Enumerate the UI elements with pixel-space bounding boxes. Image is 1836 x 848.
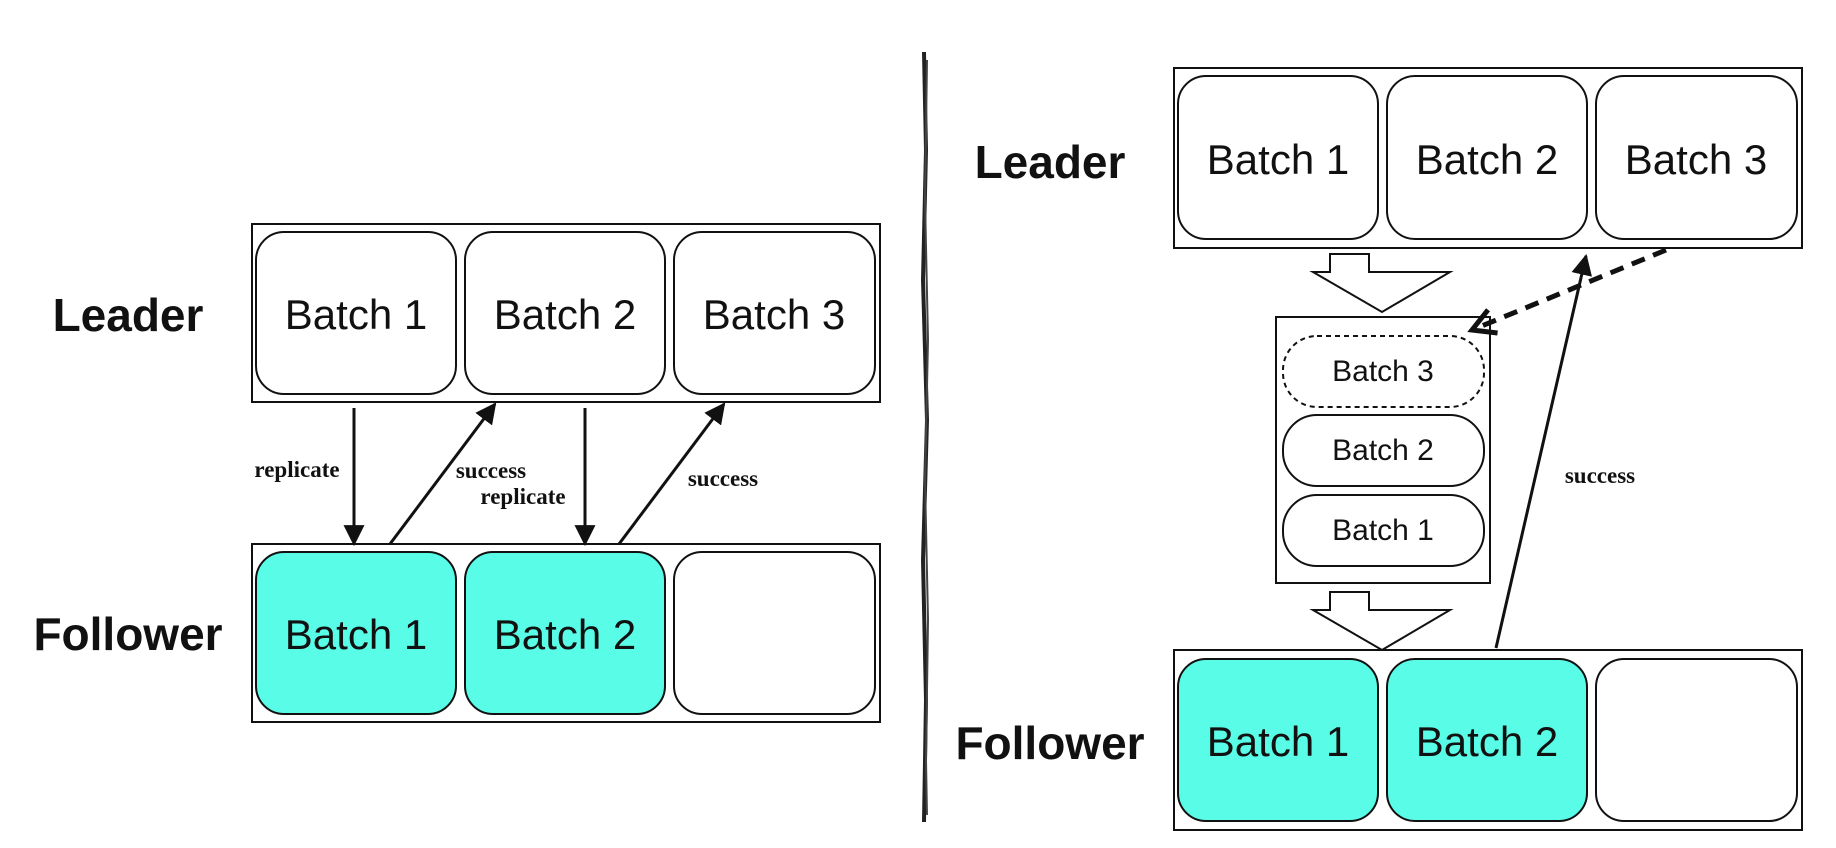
left-replicate-label-1: replicate (254, 457, 339, 482)
right-follower-log (1173, 649, 1803, 831)
right-follower-batch-1: Batch 1 (1177, 658, 1379, 822)
left-follower-log (251, 543, 881, 723)
left-follower-batch-3-empty (673, 551, 876, 715)
batch-box (673, 231, 876, 395)
pipeline-queue (1275, 316, 1491, 584)
left-replicate-label-2: replicate (480, 484, 565, 509)
batch-box-pending (1282, 335, 1485, 408)
right-follower-batch-2: Batch 2 (1386, 658, 1588, 822)
right-leader-batch-2: Batch 2 (1386, 75, 1588, 240)
panel-divider (920, 51, 930, 823)
batch-label: Batch 3 (1332, 355, 1434, 388)
batch-label: Batch 1 (1332, 514, 1434, 547)
batch-box (1282, 494, 1485, 567)
left-success-arrow-2 (617, 402, 726, 545)
batch-label: Batch 3 (1625, 136, 1767, 183)
left-success-label-1: success (456, 458, 526, 483)
left-leader-batch-3: Batch 3 (673, 231, 876, 395)
batch-box (1595, 75, 1798, 240)
batch-label: Batch 1 (285, 291, 427, 338)
right-success-arrow (1494, 253, 1593, 649)
pipeline-batch-3-pending: Batch 3 (1282, 335, 1485, 408)
batch-label: Batch 3 (703, 291, 845, 338)
right-leader-batch-1: Batch 1 (1177, 75, 1379, 240)
pipeline-batches: Batch 3 Batch 2 Batch 1 (1282, 335, 1485, 567)
left-follower-label: Follower (33, 608, 222, 660)
batch-box (255, 231, 457, 395)
right-follower-batches: Batch 1 Batch 2 (1177, 658, 1798, 822)
left-leader-batches: Batch 1 Batch 2 Batch 3 (255, 231, 876, 395)
batch-label: Batch 1 (285, 611, 427, 658)
down-arrow-to-follower (1309, 591, 1454, 652)
batch-label: Batch 2 (1416, 718, 1558, 765)
right-leader-batches: Batch 1 Batch 2 Batch 3 (1177, 75, 1798, 240)
batch-box (1282, 414, 1485, 487)
right-follower-label: Follower (955, 717, 1144, 769)
left-leader-batch-1: Batch 1 (255, 231, 457, 395)
left-leader-batch-2: Batch 2 (464, 231, 666, 395)
batch-label: Batch 2 (1416, 136, 1558, 183)
batch-label: Batch 1 (1207, 718, 1349, 765)
left-leader-label: Leader (53, 289, 204, 341)
pipeline-batch-2: Batch 2 (1282, 414, 1485, 487)
batch-box-replicated (255, 551, 457, 715)
down-arrow-to-pipeline (1309, 253, 1454, 314)
batch-box (1177, 75, 1379, 240)
right-leader-log (1173, 67, 1803, 249)
pipeline-batch-1: Batch 1 (1282, 494, 1485, 567)
right-success-label: success (1565, 463, 1635, 488)
right-leader-label: Leader (975, 136, 1126, 188)
batch-label: Batch 2 (1332, 434, 1434, 467)
left-follower-batch-2: Batch 2 (464, 551, 666, 715)
left-success-label-2: success (688, 466, 758, 491)
right-panel: Leader Follower Batch 1 Batch 2 Batch 3 … (955, 67, 1803, 831)
left-follower-batch-1: Batch 1 (255, 551, 457, 715)
left-success-arrow-1 (388, 402, 497, 545)
batch-label: Batch 2 (494, 291, 636, 338)
batch-box-empty (1595, 658, 1798, 822)
batch-box (1386, 75, 1588, 240)
batch-box-empty (673, 551, 876, 715)
right-follower-batch-3-empty (1595, 658, 1798, 822)
batch-label: Batch 1 (1207, 136, 1349, 183)
batch-box-replicated (1177, 658, 1379, 822)
batch-box-replicated (1386, 658, 1588, 822)
left-panel: Leader Follower Batch 1 Batch 2 Batch 3 … (33, 223, 881, 723)
dashed-retry-arrow (1472, 247, 1667, 330)
batch-label: Batch 2 (494, 611, 636, 658)
batch-box-replicated (464, 551, 666, 715)
left-follower-batches: Batch 1 Batch 2 (255, 551, 876, 715)
left-leader-log (251, 223, 881, 403)
right-leader-batch-3: Batch 3 (1595, 75, 1798, 240)
batch-box (464, 231, 666, 395)
